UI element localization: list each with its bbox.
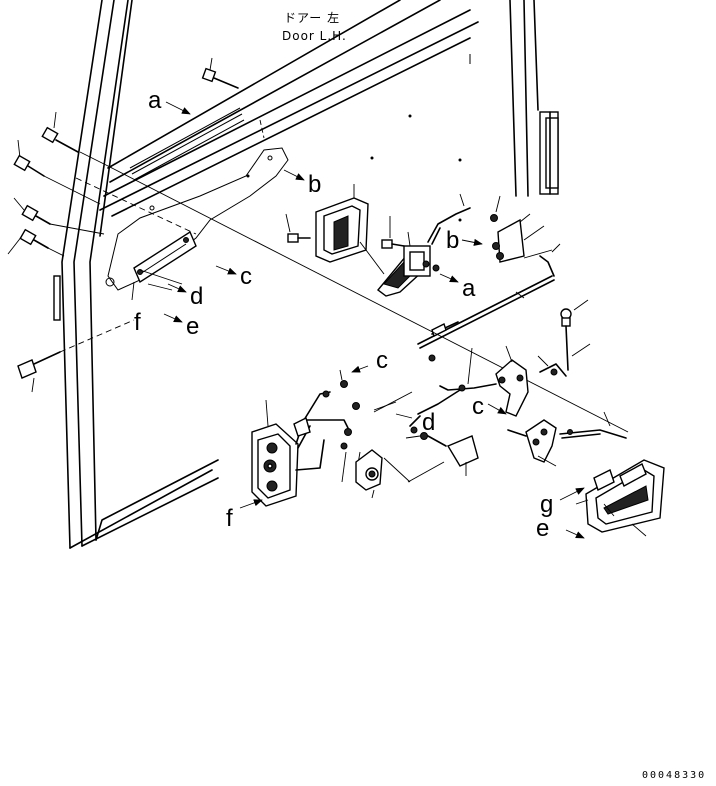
inner-handle-escutcheon xyxy=(285,184,369,263)
drawing-number: 00048330 xyxy=(642,770,706,781)
label-c-upper: c xyxy=(376,347,388,374)
label-d-center: d xyxy=(422,409,435,436)
panel-handle-bracket xyxy=(131,230,197,301)
center-bellcrank xyxy=(495,299,591,417)
label-g: g xyxy=(540,491,553,518)
door-lock-assembly xyxy=(251,369,445,507)
outside-handle xyxy=(585,459,665,537)
label-f-lower: f xyxy=(226,505,233,532)
diagram-title: ドアー 左 Door L.H. xyxy=(282,10,347,43)
label-a-lower: a xyxy=(462,275,476,302)
lower-arm xyxy=(507,411,627,467)
title-jp: ドアー 左 xyxy=(284,10,340,25)
label-e-lower: e xyxy=(536,515,549,542)
title-en: Door L.H. xyxy=(282,29,347,43)
middle-rods xyxy=(373,347,497,434)
inner-lever xyxy=(359,193,471,297)
label-d-left: d xyxy=(190,283,203,310)
label-c-center: c xyxy=(472,393,484,420)
label-b-upper: b xyxy=(308,171,321,198)
bracket-b xyxy=(490,195,561,277)
left-bolts xyxy=(7,57,239,393)
label-b-lower: b xyxy=(446,227,459,254)
label-e-left: e xyxy=(186,313,199,340)
label-a-upper: a xyxy=(148,87,162,114)
callout-labels: a b c d e f a b c c d f g xyxy=(134,87,589,542)
long-screw xyxy=(17,319,135,393)
label-c-left: c xyxy=(240,263,252,290)
door-frame xyxy=(53,0,559,549)
label-f-left: f xyxy=(134,309,141,336)
bolt-1 xyxy=(41,111,79,153)
bracket-d xyxy=(405,432,479,476)
long-rods xyxy=(75,165,629,433)
